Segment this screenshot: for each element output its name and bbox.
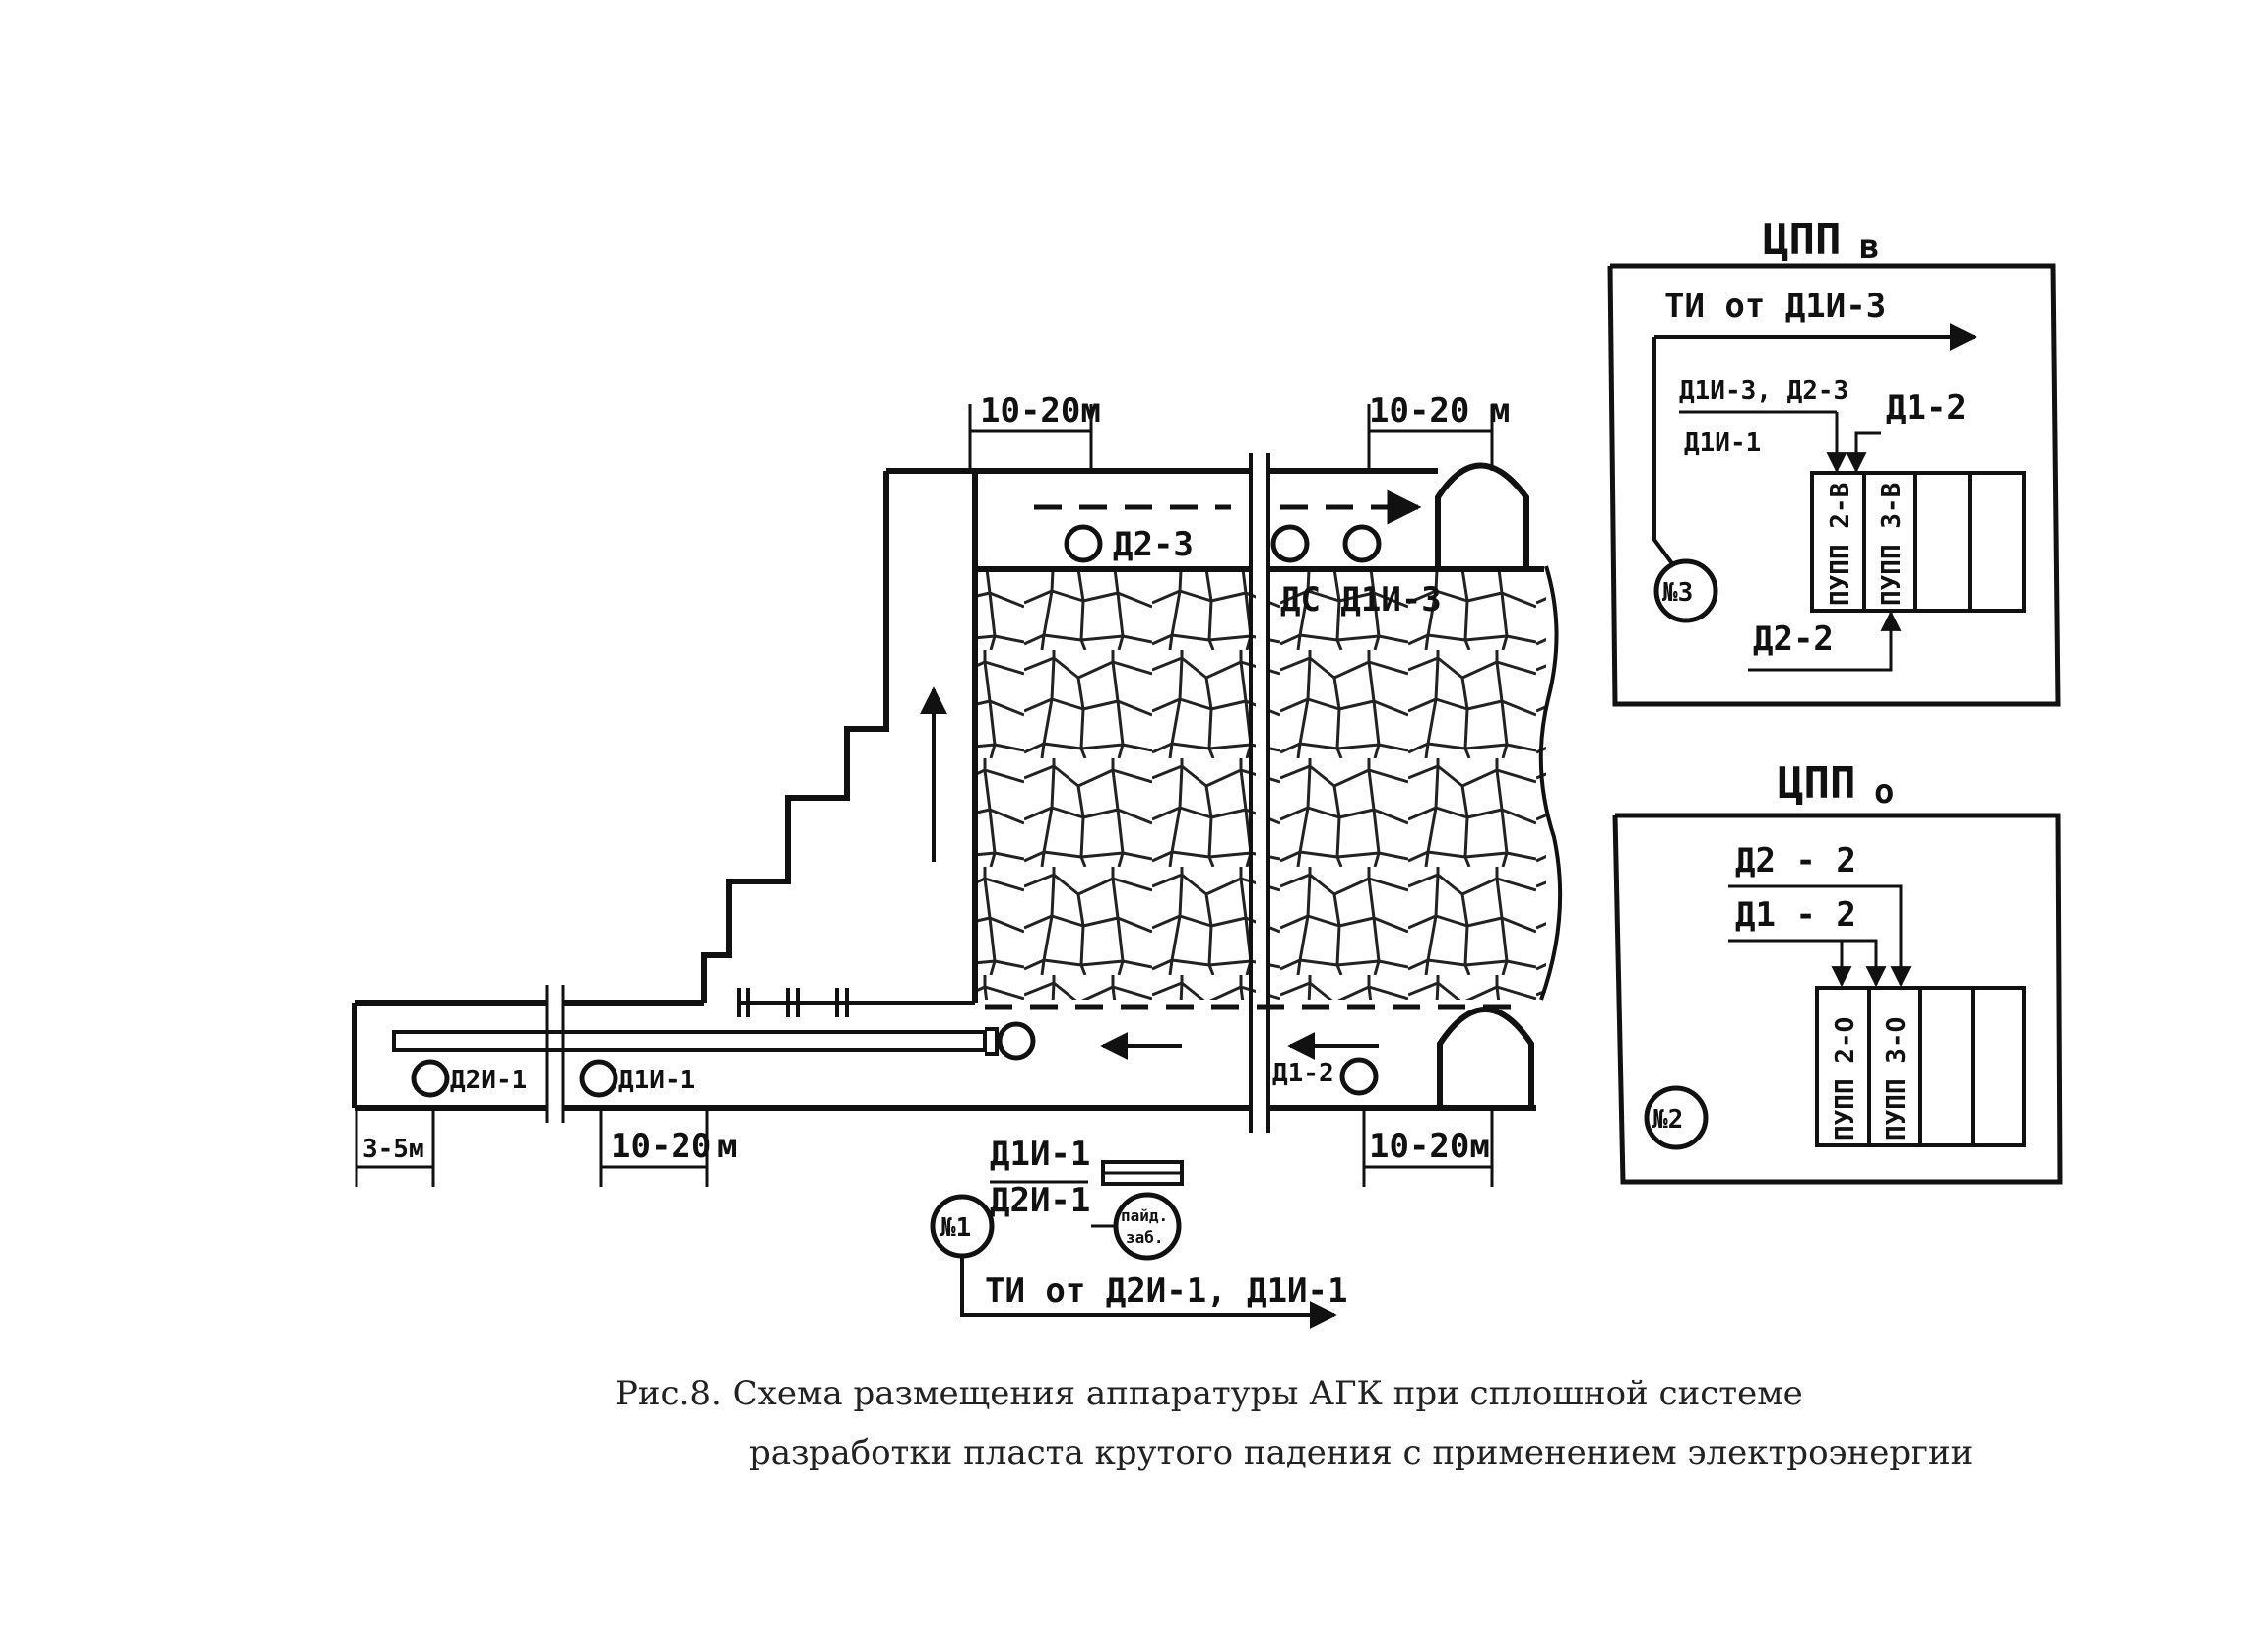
cpp-top-subscript: в (1859, 228, 1879, 267)
face-panel-line1: пайд. (1121, 1206, 1168, 1225)
sensor-d2i-1 (411, 1059, 450, 1098)
cpp-bottom-cell1: ПУПП 2-О (1831, 1017, 1860, 1140)
sensor-d1i-1 (579, 1059, 618, 1098)
cpp-top-in2: Д1И-1 (1684, 428, 1761, 458)
ti-label-bottom: ТИ от Д2И-1, Д1И-1 (985, 1271, 1347, 1311)
cpp-bottom-in1: Д2 - 2 (1735, 841, 1856, 880)
cpp-top-in1: Д1И-3, Д2-3 (1679, 376, 1848, 406)
caption-line-2: разработки пласта крутого падения с прим… (749, 1433, 1974, 1472)
dim-unit-m: м (717, 1127, 737, 1166)
cpp-top-n3-label: №3 (1662, 578, 1693, 608)
stepped-raise (701, 471, 889, 1003)
cpp-top-title: ЦПП (1763, 215, 1841, 265)
top-stall-arch (1435, 462, 1529, 569)
cpp-bottom-frame (1612, 813, 2063, 1185)
rock-boundary-right (1538, 565, 1563, 1001)
sensor-top-b (1342, 524, 1382, 563)
cpp-top-cell1: ПУПП 2-В (1826, 483, 1855, 606)
caved-rock-area-left (975, 571, 1256, 1000)
cpp-bottom-cell2: ПУПП 3-О (1882, 1017, 1912, 1140)
label-d1i-1: Д1И-1 (618, 1066, 695, 1095)
label-d1-2: Д1-2 (1272, 1059, 1334, 1088)
cpp-top-cell2: ПУПП 3-В (1877, 483, 1907, 606)
cpp-top-ti: ТИ от Д1И-3 (1664, 287, 1886, 326)
sensor-top-a (1270, 524, 1310, 563)
cpp-top-station-n3 (1653, 558, 1718, 623)
dim-10-20-bottom: 10-20 (611, 1127, 711, 1166)
cpp-top-pupp-block (1810, 471, 2026, 613)
ti-line-bottom (960, 1256, 1337, 1329)
label-d2i-1-lower: Д2И-1 (990, 1181, 1090, 1220)
label-ds-d1i-3: ДС Д1И-3 (1280, 580, 1442, 619)
station-n1-label: №1 (940, 1213, 971, 1243)
dimensions (355, 404, 1494, 1187)
dim-top-left: 10-20м (980, 391, 1101, 430)
face-panel (1113, 1192, 1182, 1261)
cpp-top-n3-riser (1652, 337, 1676, 568)
conveyor (392, 1030, 987, 1052)
mine-layout: Д2-3 ДС Д1И-3 Д2И-1 Д1И-1 Д1-2 (352, 453, 1563, 1133)
cable-capacitors (737, 988, 975, 1017)
dim-top-right: 10-20 м (1369, 391, 1510, 430)
cpp-bottom-station-n2 (1644, 1085, 1709, 1150)
sensor-conveyor-end (997, 1021, 1036, 1061)
bottom-stall-arch (1437, 1007, 1534, 1108)
label-d2-3: Д2-3 (1113, 525, 1194, 564)
conveyor-head (985, 1027, 999, 1056)
cpp-bottom-in2: Д1 - 2 (1735, 895, 1856, 935)
label-d2i-1: Д2И-1 (450, 1066, 527, 1095)
face-panel-line2: заб. (1126, 1228, 1164, 1247)
cpp-top-panel: ЦПП в ТИ от Д1И-3 №3 Д1И-3, Д2-3 Д1И-1 Д… (1607, 215, 2061, 707)
cpp-bottom-panel: ЦПП о Д2 - 2 Д1 - 2 ПУПП 2-О ПУПП 3-О №2 (1612, 758, 2063, 1185)
caption-line-1: Рис.8. Схема размещения аппаратуры АГК п… (616, 1374, 1803, 1413)
dim-bottom-right: 10-20м (1369, 1127, 1490, 1166)
sensor-d2-3 (1064, 524, 1103, 563)
cpp-bottom-title: ЦПП (1778, 758, 1855, 809)
sensor-d1-2 (1339, 1057, 1379, 1096)
cpp-top-frame (1607, 263, 2061, 707)
bottom-control-unit: №1 Д1И-1 Д2И-1 пайд. заб. ТИ от Д2И-1, Д… (930, 1135, 1347, 1329)
cpp-top-in4: Д2-2 (1753, 619, 1834, 659)
label-d1i-1-lower: Д1И-1 (990, 1135, 1090, 1174)
caved-rock-area-right (1270, 571, 1546, 1000)
dim-3-5: 3-5м (362, 1135, 424, 1164)
cpp-top-in3: Д1-2 (1886, 388, 1967, 427)
figure-caption: Рис.8. Схема размещения аппаратуры АГК п… (616, 1364, 2093, 1482)
cpp-bottom-subscript: о (1874, 772, 1894, 812)
cpp-bottom-n2-label: №2 (1652, 1105, 1683, 1135)
dimension-labels: 10-20м 10-20 м 3-5м 10-20 м 10-20м (362, 391, 1510, 1166)
